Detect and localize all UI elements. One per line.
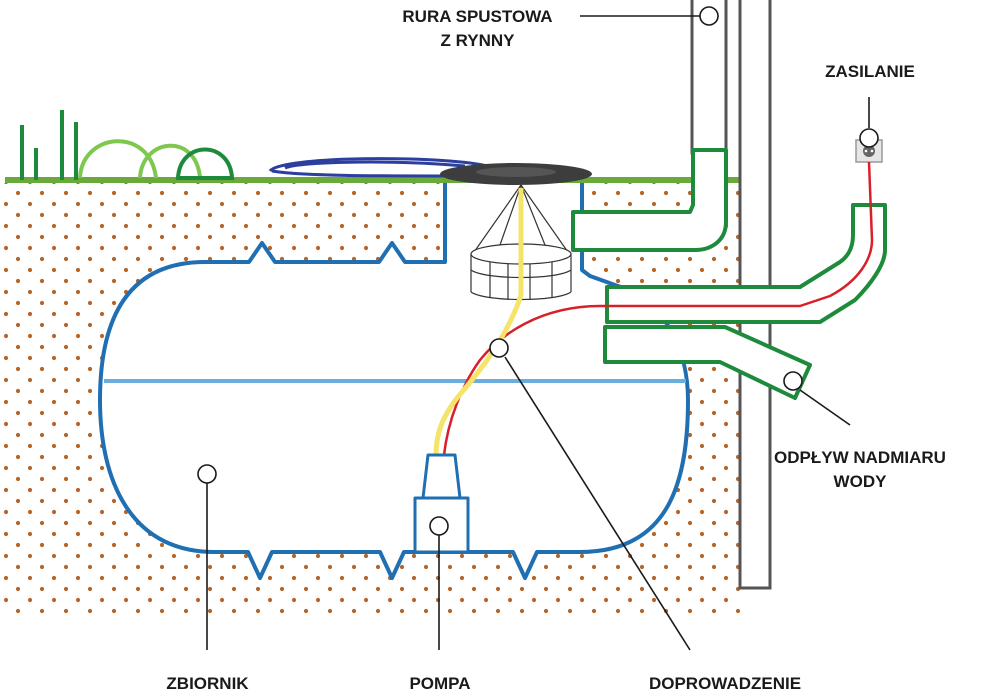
label-power: ZASILANIE [825, 62, 915, 81]
label-downpipe-line1: RURA SPUSTOWA [402, 7, 553, 26]
tank-lid-icon [440, 163, 592, 185]
power-conduit-pipe [605, 203, 887, 324]
label-tank: ZBIORNIK [166, 674, 249, 693]
callout-tank [197, 464, 217, 484]
bush-icon [78, 139, 235, 180]
label-downpipe-line2: Z RYNNY [440, 31, 515, 50]
leader-lines [206, 15, 870, 651]
label-overflow-line1: ODPŁYW NADMIARU [774, 448, 946, 467]
supply-hose [433, 188, 524, 456]
callout-downpipe [699, 6, 719, 26]
label-downpipe: RURA SPUSTOWA Z RYNNY [380, 5, 575, 53]
label-pump: POMPA [409, 674, 471, 693]
callout-power [859, 128, 879, 148]
inlet-pipe [571, 148, 728, 252]
label-overflow: ODPŁYW NADMIARU WODY [760, 446, 960, 494]
label-overflow-line2: WODY [833, 472, 887, 491]
callout-markers [197, 6, 879, 536]
plant-icon [20, 110, 78, 180]
callout-pump [429, 516, 449, 536]
label-supply: DOPROWADZENIE [648, 674, 802, 693]
ground-grass [5, 177, 740, 183]
overflow-pipe [603, 325, 812, 400]
filter-basket-icon [470, 184, 572, 301]
callout-supply [489, 338, 509, 358]
callout-overflow [783, 371, 803, 391]
tank-outline [98, 183, 690, 580]
pump-icon [413, 453, 470, 554]
